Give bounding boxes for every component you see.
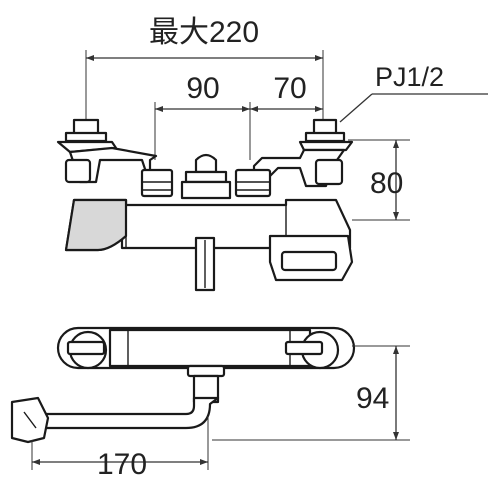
spout-reach-label: 170	[97, 448, 147, 481]
right-spacing-label: 70	[273, 72, 306, 105]
depth-label: 94	[356, 382, 389, 415]
left-spacing-label: 90	[186, 72, 219, 105]
dimension-height: 80	[348, 139, 410, 221]
max-width-label: 最大220	[149, 16, 259, 49]
dimension-spout-reach: 170	[31, 416, 209, 481]
top-view-faucet	[10, 326, 356, 444]
thread-label: PJ1/2	[375, 62, 444, 92]
height-label: 80	[370, 167, 403, 200]
dimension-depth: 94	[212, 345, 410, 441]
thread-callout: PJ1/2	[339, 62, 488, 123]
dimension-spacing: 90 70	[154, 72, 323, 160]
front-view-faucet	[56, 118, 354, 292]
dimension-max-width: 最大220	[85, 16, 324, 122]
